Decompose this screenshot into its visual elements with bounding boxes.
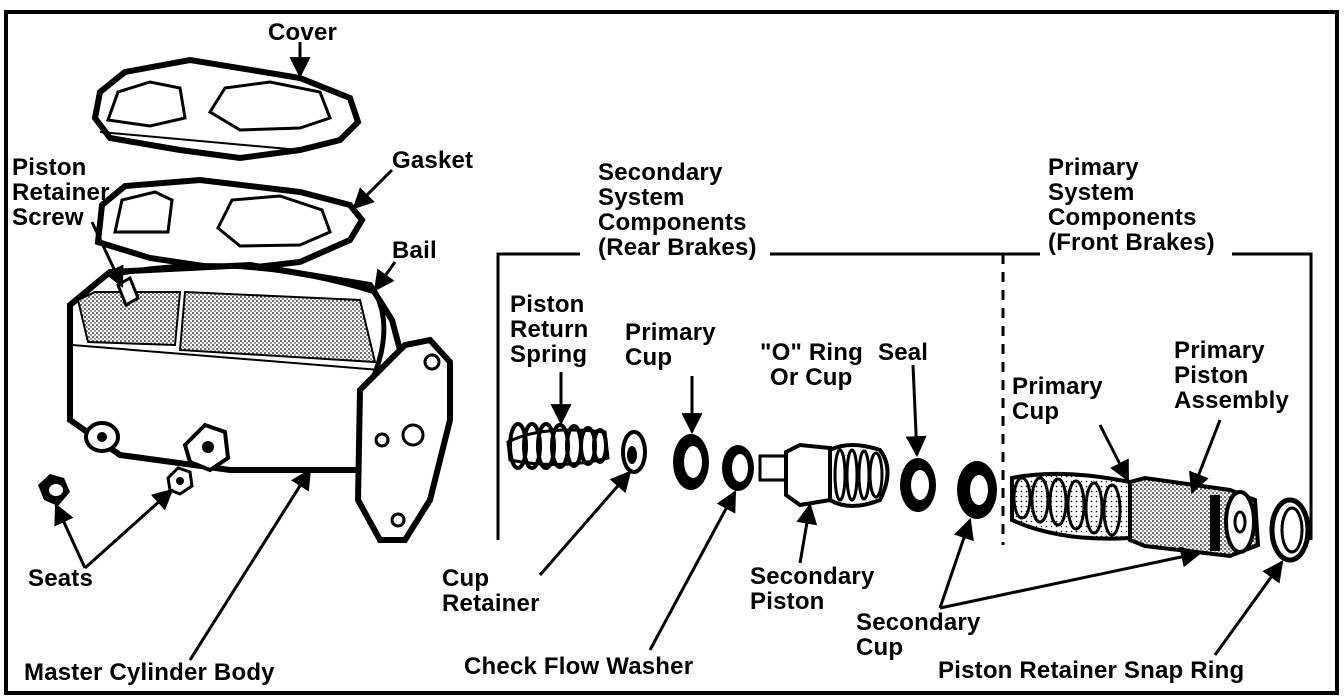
secondary-cup-part: [957, 461, 997, 519]
label-line: Components: [1048, 204, 1197, 231]
gasket-part: [94, 176, 366, 274]
arrow-secondary-cup-b: [939, 546, 1203, 610]
label-line: System: [1048, 179, 1135, 206]
label-line: Primary: [1048, 154, 1139, 181]
piston-retainer-snap-ring-part: [1269, 497, 1311, 563]
cup-retainer-part: [621, 430, 647, 474]
label-secondary-piston: Secondary Piston: [750, 564, 875, 614]
label-line: Return: [510, 316, 589, 343]
label-line: Piston: [750, 588, 825, 615]
label-master-cylinder-body: Master Cylinder Body: [24, 659, 275, 686]
label-cup-retainer: Cup Retainer: [442, 566, 540, 616]
piston-return-spring-part: [506, 422, 610, 470]
arrow-snap-ring: [1213, 560, 1284, 656]
label-line: Secondary: [856, 609, 981, 636]
label-primary-cup-secondary: Primary Cup: [625, 320, 716, 370]
label-check-flow-washer: Check Flow Washer: [464, 653, 694, 680]
label-line: "O" Ring: [760, 339, 864, 366]
label-bail: Bail: [392, 237, 437, 264]
label-line: Or Cup: [770, 364, 853, 391]
label-line: (Front Brakes): [1048, 229, 1215, 256]
arrow-primary-piston: [1189, 419, 1222, 494]
arrow-body: [188, 468, 312, 661]
label-line: Spring: [510, 341, 588, 368]
label-line: Primary: [1012, 373, 1103, 400]
label-line: Piston: [12, 154, 87, 181]
arrow-washer: [648, 490, 737, 651]
seats-part: [38, 466, 194, 506]
label-line: Cup: [442, 565, 490, 592]
label-line: Cup: [1012, 398, 1060, 425]
master-cylinder-body-part: [67, 261, 453, 543]
label-line: Cup: [856, 634, 904, 661]
seal-part: [900, 458, 936, 512]
label-primary-piston-assembly: Primary Piston Assembly: [1174, 338, 1289, 413]
arrow-cup-retainer: [538, 470, 632, 576]
label-seats: Seats: [28, 565, 94, 592]
label-line: Secondary: [598, 159, 723, 186]
arrow-retainer-screw: [90, 221, 124, 288]
primary-cup-secondary-part: [673, 434, 709, 490]
label-line: Secondary: [750, 563, 875, 590]
label-line: (Rear Brakes): [598, 234, 757, 261]
label-secondary-system: Secondary System Components (Rear Brakes…: [598, 160, 757, 260]
label-o-ring-or-cup: "O" Ring Or Cup: [760, 340, 863, 390]
primary-piston-assembly-part: [1010, 471, 1261, 559]
frame-border: [4, 10, 1339, 695]
label-line: System: [598, 184, 685, 211]
label-line: Retainer: [12, 179, 110, 206]
label-piston-return-spring: Piston Return Spring: [510, 292, 589, 367]
label-secondary-cup: Secondary Cup: [856, 610, 981, 660]
system-brackets: [496, 252, 1313, 545]
arrow-seats-left: [54, 503, 87, 569]
arrow-gasket: [352, 168, 394, 210]
arrow-secondary-cup-a: [938, 518, 974, 609]
arrow-seats-right: [83, 488, 174, 570]
label-line: Primary: [1174, 337, 1265, 364]
arrow-bail: [373, 261, 397, 292]
cover-part: [91, 56, 362, 162]
leader-arrows: [54, 42, 1284, 661]
label-line: Screw: [12, 204, 84, 231]
label-line: Piston: [1174, 362, 1249, 389]
label-cover: Cover: [268, 19, 338, 46]
secondary-piston-part: [758, 442, 890, 508]
label-line: Piston: [510, 291, 585, 318]
label-primary-cup-primary: Primary Cup: [1012, 374, 1103, 424]
label-line: Primary: [625, 319, 716, 346]
arrow-primary-cup-1: [1098, 424, 1130, 482]
arrow-seal: [905, 364, 927, 458]
label-gasket: Gasket: [392, 147, 474, 174]
check-flow-washer-part: [722, 445, 754, 491]
label-piston-retainer-screw: Piston Retainer Screw: [12, 155, 110, 230]
label-line: Components: [598, 209, 747, 236]
label-piston-retainer-snap-ring: Piston Retainer Snap Ring: [938, 657, 1245, 684]
label-line: Cup: [625, 344, 673, 371]
label-primary-system: Primary System Components (Front Brakes): [1048, 155, 1215, 255]
label-line: Retainer: [442, 590, 540, 617]
label-line: Assembly: [1174, 387, 1289, 414]
arrow-secondary-piston: [796, 502, 818, 564]
label-seal: Seal: [878, 339, 929, 366]
